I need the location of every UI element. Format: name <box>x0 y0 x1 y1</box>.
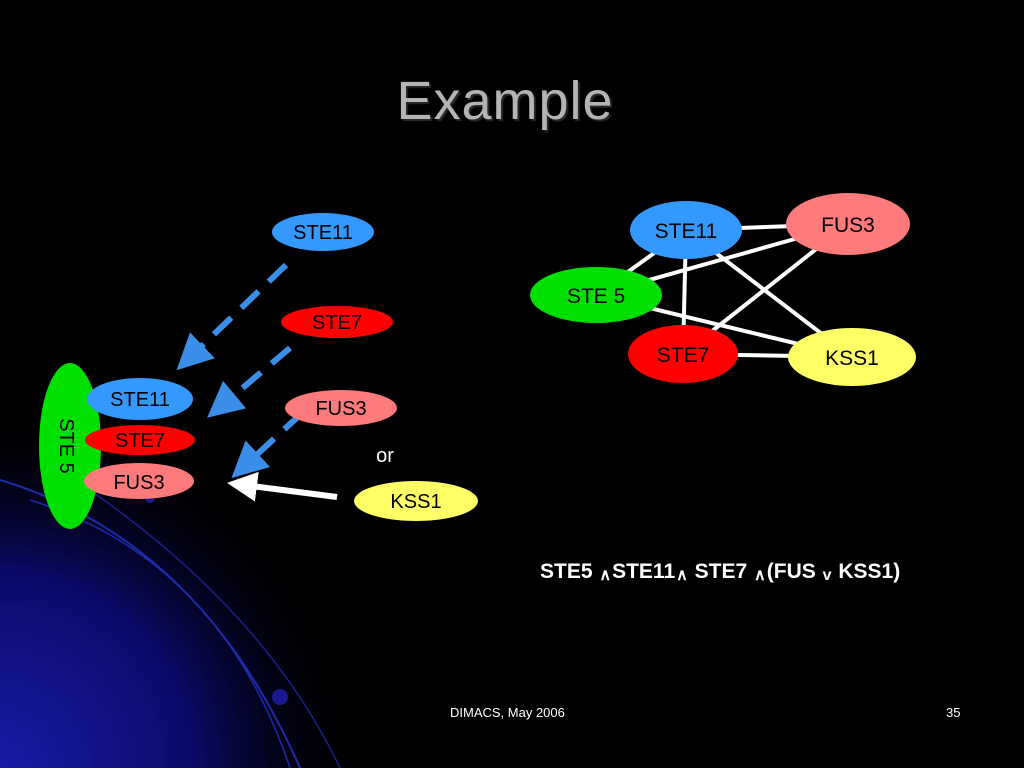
formula-term-fus: (FUS <box>766 560 822 583</box>
left-diagram: STE 5 STE11 STE7 FUS3 STE11 STE7 FUS3 or… <box>39 213 478 529</box>
footer-text: DIMACS, May 2006 <box>450 705 565 720</box>
source-node-fus3 <box>285 390 397 426</box>
source-node-ste11 <box>272 213 374 251</box>
formula-and-operator: ∧ <box>754 567 766 584</box>
stack-label-ste11: STE11 <box>110 389 170 411</box>
formula-term-kss1: KSS1) <box>832 560 901 583</box>
formula-and-operator: ∧ <box>599 567 612 584</box>
dashed-arrow-ste7 <box>207 345 292 418</box>
slide-title: Example <box>396 71 614 131</box>
network-diagram: STE11 FUS3 STE 5 STE7 KSS1 <box>530 193 916 386</box>
stack-label-ste7: STE7 <box>115 430 165 452</box>
formula-and-operator: ∧ <box>676 567 688 584</box>
network-node-ste5 <box>530 267 662 323</box>
page-number: 35 <box>946 705 961 720</box>
ste5-complex-ellipse <box>39 363 101 529</box>
formula-term-ste7: STE7 <box>688 560 754 583</box>
network-label-kss1: KSS1 <box>825 347 879 370</box>
stack-node-ste11 <box>87 378 193 420</box>
network-label-ste5: STE 5 <box>567 285 625 308</box>
source-label-fus3: FUS3 <box>315 398 366 420</box>
solid-arrow-kss1 <box>227 471 338 502</box>
formula-or-operator: v <box>822 567 832 584</box>
boolean-formula: STE5 ∧STE11∧ STE7 ∧(FUS v KSS1) <box>540 560 900 584</box>
source-label-ste11: STE11 <box>293 222 353 244</box>
network-label-ste11: STE11 <box>655 220 718 243</box>
stack-node-fus3 <box>84 463 194 499</box>
source-label-kss1: KSS1 <box>390 491 441 513</box>
or-label: or <box>376 445 394 467</box>
source-node-ste7 <box>281 306 393 338</box>
source-node-kss1 <box>354 481 478 521</box>
formula-term-ste11: STE11 <box>612 560 676 583</box>
network-label-ste7: STE7 <box>657 344 710 367</box>
stack-node-ste7 <box>85 425 195 455</box>
dashed-arrow-ste11 <box>176 262 289 371</box>
formula-term-ste5: STE5 <box>540 560 599 583</box>
ste5-complex-label: STE 5 <box>55 418 77 474</box>
dashed-arrow-fus3 <box>231 410 305 479</box>
network-node-ste11 <box>630 201 742 259</box>
network-node-ste7 <box>628 325 738 383</box>
network-node-kss1 <box>788 328 916 386</box>
stack-label-fus3: FUS3 <box>113 472 164 494</box>
network-node-fus3 <box>786 193 910 255</box>
source-label-ste7: STE7 <box>312 312 362 334</box>
network-label-fus3: FUS3 <box>821 214 875 237</box>
